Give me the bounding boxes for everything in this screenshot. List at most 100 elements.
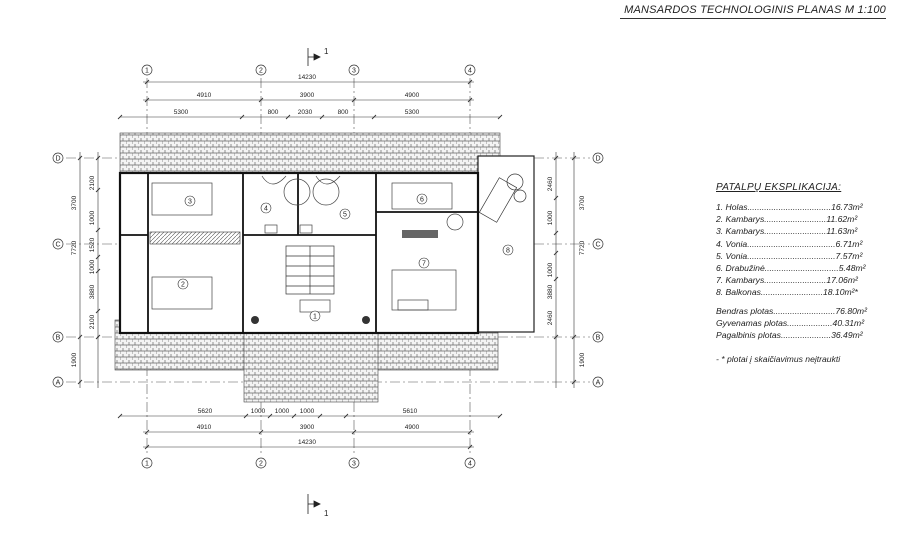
section-marker-bottom: 1	[307, 494, 329, 518]
dim-left-outer-c: 1900	[71, 352, 78, 367]
room-label-1: 1	[309, 310, 321, 322]
axis-bubble-B-left: B	[52, 331, 64, 343]
dim-left-outer-a: 3700	[71, 195, 78, 210]
dim-bot-r1-a: 5620	[198, 408, 213, 415]
legend-row-3: 3. Kambarys..........................11.…	[716, 226, 858, 237]
legend-row-6: 6. Drabužinė............................…	[716, 262, 866, 273]
svg-text:1: 1	[145, 68, 149, 75]
svg-text:3: 3	[188, 199, 192, 206]
dim-left-inner-a: 2100	[89, 175, 96, 190]
dim-left-inner-f: 2100	[89, 314, 96, 329]
svg-text:5: 5	[343, 212, 347, 219]
svg-text:C: C	[55, 242, 60, 249]
svg-text:B: B	[56, 335, 61, 342]
svg-text:D: D	[595, 156, 600, 163]
svg-text:1: 1	[145, 461, 149, 468]
title-underline	[620, 18, 886, 19]
legend-row-1: 1. Holas................................…	[716, 202, 863, 212]
svg-text:7: 7	[422, 261, 426, 268]
axis-bubble-1-top: 1	[141, 64, 153, 76]
svg-text:A: A	[596, 380, 601, 387]
dim-right-inner-d: 3880	[547, 284, 554, 299]
balcony-furniture	[478, 173, 527, 223]
dim-top-r2-a: 5300	[174, 109, 189, 116]
svg-text:D: D	[55, 156, 60, 163]
svg-text:2: 2	[259, 461, 263, 468]
svg-text:4: 4	[264, 206, 268, 213]
axis-bubble-D-left: D	[52, 152, 64, 164]
axis-bubble-2-bottom: 2	[255, 457, 267, 469]
axis-bubble-4-top: 4	[464, 64, 476, 76]
dim-top-r1-a: 4910	[197, 92, 212, 99]
axis-bubble-1-bottom: 1	[141, 457, 153, 469]
dim-bot-r2-c: 4900	[405, 424, 420, 431]
dim-right-inner-e: 2460	[547, 310, 554, 325]
auxiliary-area: Pagalbinis plotas.....................36…	[716, 329, 863, 340]
axis-bubble-A-right: A	[592, 376, 604, 388]
section-marker-top: 1	[307, 47, 329, 66]
inner-walls	[120, 173, 478, 333]
svg-text:6: 6	[420, 197, 424, 204]
room-label-2: 2	[177, 278, 189, 290]
legend-row-2: 2. Kambarys..........................11.…	[716, 214, 858, 225]
dim-right-outer-c: 1900	[579, 352, 586, 367]
svg-text:3: 3	[352, 461, 356, 468]
legend-row-5: 5. Vonia................................…	[716, 250, 863, 261]
dim-top-r1-c: 4900	[405, 92, 420, 99]
plants	[251, 230, 438, 324]
svg-text:4: 4	[468, 461, 472, 468]
axis-bubbles: 1 2 3 4 1 2 3 4 D C B A D C B A	[52, 64, 604, 469]
dim-top-r2-d: 800	[338, 109, 349, 116]
svg-text:4: 4	[468, 68, 472, 75]
axis-bubble-B-right: B	[592, 331, 604, 343]
svg-text:2: 2	[259, 68, 263, 75]
legend-row-8: 8. Balkonas..........................18.…	[716, 287, 858, 298]
legend-row-7: 7. Kambarys..........................17.…	[716, 275, 858, 286]
axis-bubble-C-left: C	[52, 238, 64, 250]
dim-bot-r1-e: 5610	[403, 408, 418, 415]
room-legend: PATALPŲ EKSPLIKACIJA: 1. Holas..........…	[716, 182, 884, 365]
legend-title: PATALPŲ EKSPLIKACIJA:	[716, 182, 842, 193]
dim-top-r2-e: 5300	[405, 109, 420, 116]
axis-bubble-C-right: C	[592, 238, 604, 250]
svg-text:2: 2	[181, 282, 185, 289]
dim-bot-total: 14230	[298, 439, 316, 446]
svg-text:1: 1	[324, 509, 329, 518]
dim-right-inner-a: 2460	[547, 176, 554, 191]
axis-bubble-D-right: D	[592, 152, 604, 164]
dim-top-r2-b: 800	[268, 109, 279, 116]
room-label-6: 6	[416, 193, 428, 205]
dimensions-bottom: 5620 1000 1000 1000 5610 4910 3900 4900 …	[117, 408, 503, 450]
svg-text:3: 3	[352, 68, 356, 75]
dim-left-inner-b: 1000	[89, 210, 96, 225]
axis-bubble-4-bottom: 4	[464, 457, 476, 469]
svg-text:1: 1	[324, 47, 329, 56]
dim-bot-r1-d: 1000	[300, 408, 315, 415]
dim-bot-r1-c: 1000	[275, 408, 290, 415]
staircase	[285, 245, 335, 295]
dim-bot-r2-b: 3900	[300, 424, 315, 431]
svg-text:B: B	[596, 335, 601, 342]
dimensions-right: 2460 1000 1000 3880 2460 3700 7720 1900	[547, 152, 586, 388]
dim-right-outer-a: 3700	[579, 195, 586, 210]
dim-right-inner-b: 1000	[547, 210, 554, 225]
dim-bot-r1-b: 1000	[251, 408, 266, 415]
room-label-8: 8	[502, 244, 514, 256]
axis-bubble-3-top: 3	[348, 64, 360, 76]
dimensions-left: 3700 7720 1900 2100 1000 1520 1000 3880 …	[71, 152, 101, 388]
dim-top-total: 14230	[298, 74, 316, 81]
closet-hatch	[149, 231, 241, 245]
dim-top-r1-b: 3900	[300, 92, 315, 99]
axis-bubble-A-left: A	[52, 376, 64, 388]
dim-right-inner-c: 1000	[547, 262, 554, 277]
svg-text:A: A	[56, 380, 61, 387]
dim-left-inner-e: 3880	[89, 284, 96, 299]
room-label-7: 7	[418, 257, 430, 269]
dim-right-outer-b: 7720	[579, 240, 586, 255]
room-label-5: 5	[339, 208, 351, 220]
legend-totals: Bendras plotas..........................…	[716, 305, 884, 342]
drawing-title: MANSARDOS TECHNOLOGINIS PLANAS M 1:100	[624, 4, 886, 16]
living-area: Gyvenamas plotas...................40.31…	[716, 317, 865, 328]
balcony-outline	[477, 155, 535, 333]
dim-left-inner-c: 1520	[89, 237, 96, 252]
